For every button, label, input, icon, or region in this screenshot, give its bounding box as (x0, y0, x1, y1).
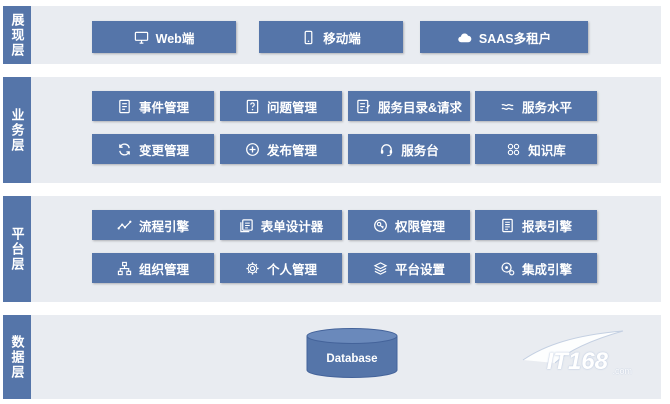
presentation-layer: 展现层 Web端 移动端 SAAS多租户 (3, 6, 661, 64)
watermark-text: IT168 (546, 348, 608, 375)
box-label: 服务目录&请求 (377, 100, 463, 115)
web-box: Web端 (92, 21, 236, 53)
business-layer: 业务层 事件管理 问题管理 服务目录&请求 服务水平 变更管理 发布管理 服务台… (3, 77, 661, 183)
form-designer-box: 表单设计器 (220, 210, 342, 240)
plus-circle-icon (245, 142, 260, 157)
box-label: 发布管理 (266, 143, 317, 158)
organization-management-box: 组织管理 (92, 253, 214, 283)
layers-icon (373, 261, 388, 276)
mobile-box: 移动端 (259, 21, 403, 53)
box-label: Web端 (155, 31, 195, 46)
database-cylinder: Database (306, 328, 398, 378)
layer-label: 业务层 (3, 77, 31, 183)
box-label: 问题管理 (266, 100, 317, 115)
knowledge-base-box: 知识库 (475, 134, 597, 164)
report-engine-box: 报表引擎 (475, 210, 597, 240)
database-label: Database (326, 353, 378, 365)
personal-management-box: 个人管理 (220, 253, 342, 283)
permission-management-box: 权限管理 (348, 210, 470, 240)
watermark-swoosh-icon (522, 330, 624, 364)
waves-icon (500, 99, 515, 114)
box-label: 集成引擎 (521, 262, 572, 277)
incident-management-box: 事件管理 (92, 91, 214, 121)
org-chart-icon (117, 261, 132, 276)
box-label: 知识库 (528, 143, 566, 158)
box-label: SAAS多租户 (478, 31, 552, 46)
catalog-icon (356, 99, 371, 114)
gear-icon (245, 261, 260, 276)
box-label: 服务台 (401, 143, 439, 158)
grid-icon (506, 142, 521, 157)
watermark-suffix: .com (612, 366, 632, 376)
box-label: 权限管理 (394, 219, 445, 234)
saas-box: SAAS多租户 (420, 21, 588, 53)
question-icon (245, 99, 260, 114)
box-label: 个人管理 (266, 262, 317, 277)
layer-label: 展现层 (3, 6, 31, 64)
layer-label: 数据层 (3, 315, 31, 399)
workflow-engine-box: 流程引擎 (92, 210, 214, 240)
form-icon (239, 218, 254, 233)
flow-icon (117, 218, 132, 233)
release-management-box: 发布管理 (220, 134, 342, 164)
service-level-box: 服务水平 (475, 91, 597, 121)
key-icon (373, 218, 388, 233)
integration-icon (500, 261, 515, 276)
platform-settings-box: 平台设置 (348, 253, 470, 283)
report-icon (500, 218, 515, 233)
platform-layer: 平台层 流程引擎 表单设计器 权限管理 报表引擎 组织管理 个人管理 平台设置 … (3, 196, 661, 302)
headset-icon (379, 142, 394, 157)
box-label: 平台设置 (394, 262, 445, 277)
box-label: 组织管理 (138, 262, 189, 277)
problem-management-box: 问题管理 (220, 91, 342, 121)
box-label: 服务水平 (521, 100, 572, 115)
service-desk-box: 服务台 (348, 134, 470, 164)
service-catalog-box: 服务目录&请求 (348, 91, 470, 121)
refresh-icon (117, 142, 132, 157)
box-label: 变更管理 (138, 143, 189, 158)
box-label: 事件管理 (138, 100, 189, 115)
monitor-icon (134, 30, 149, 45)
database-icon (306, 328, 398, 378)
phone-icon (301, 30, 316, 45)
document-icon (117, 99, 132, 114)
box-label: 流程引擎 (138, 219, 189, 234)
integration-engine-box: 集成引擎 (475, 253, 597, 283)
layer-label: 平台层 (3, 196, 31, 302)
box-label: 表单设计器 (260, 219, 324, 234)
watermark-logo: IT168 .com (515, 325, 640, 380)
box-label: 报表引擎 (521, 219, 572, 234)
cloud-icon (457, 30, 472, 45)
box-label: 移动端 (323, 31, 361, 46)
change-management-box: 变更管理 (92, 134, 214, 164)
